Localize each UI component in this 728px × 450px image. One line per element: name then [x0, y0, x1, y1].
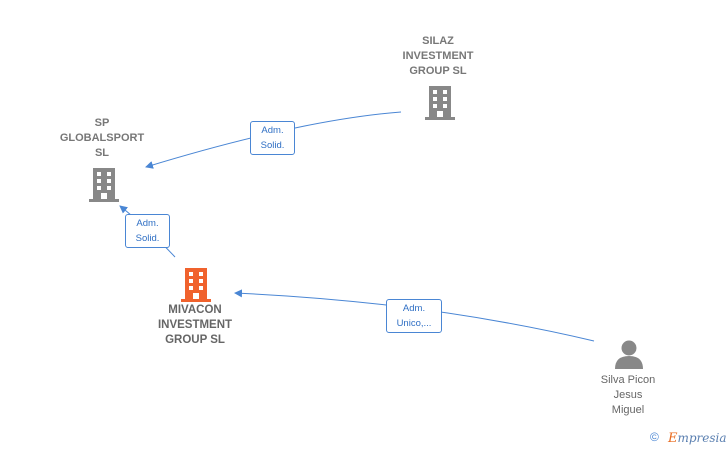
edge-label-mivacon-sp[interactable]: Adm. Solid.	[125, 214, 170, 248]
building-icon[interactable]	[424, 84, 456, 120]
building-icon[interactable]	[88, 166, 120, 202]
edge-label-silaz-sp[interactable]: Adm. Solid.	[250, 121, 295, 155]
node-label-silva-picon[interactable]: Silva Picon Jesus Miguel	[600, 374, 656, 416]
node-label-sp-globalsport[interactable]: SP GLOBALSPORT SL	[59, 117, 145, 159]
node-label-silaz[interactable]: SILAZ INVESTMENT GROUP SL	[402, 35, 474, 77]
copyright-icon: ©	[650, 430, 659, 444]
empresia-logo[interactable]: Empresia	[668, 431, 727, 446]
node-label-mivacon[interactable]: MIVACON INVESTMENT GROUP SL	[157, 304, 233, 346]
brand-initial: E	[668, 431, 678, 446]
brand-rest: mpresia	[677, 431, 727, 445]
building-icon[interactable]	[180, 266, 212, 302]
person-icon[interactable]	[613, 339, 645, 369]
edge-label-silva-mivacon[interactable]: Adm. Unico,...	[386, 299, 442, 333]
